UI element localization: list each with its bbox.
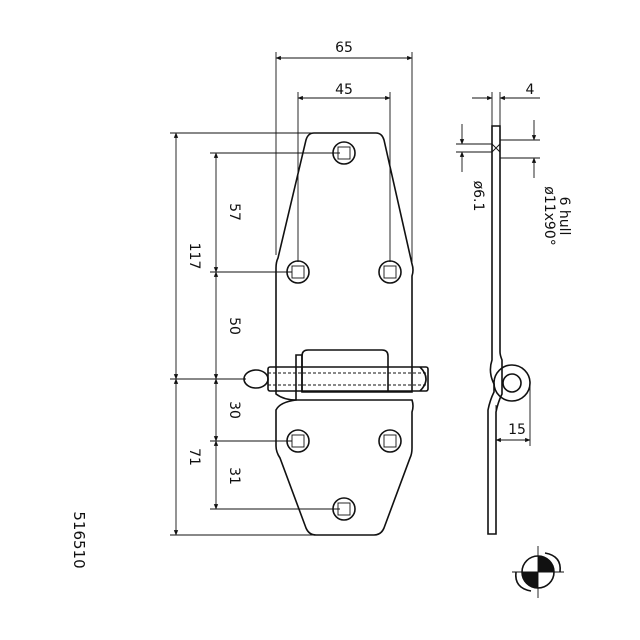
upper-leaf xyxy=(275,132,414,401)
dimension-label-57: 57 xyxy=(226,203,242,221)
dimension-label-50: 50 xyxy=(226,317,242,335)
hinge-pin xyxy=(243,366,429,392)
dimension-hole-spacing-lower: 31 xyxy=(210,440,340,510)
dimension-label-15: 15 xyxy=(508,422,526,438)
dimension-label-45: 45 xyxy=(335,82,353,98)
countersink-label: 6 hull xyxy=(556,197,572,236)
dimension-label-hole-diameter: ø6.1 xyxy=(470,181,486,212)
dimension-width-total: 65 xyxy=(275,40,413,262)
dimension-hole-spacing-upper: 57 xyxy=(210,152,340,273)
dimension-label-31: 31 xyxy=(226,467,242,485)
mounting-hole-upper-right xyxy=(378,260,402,284)
dimension-height-lower: 71 xyxy=(170,378,316,536)
dimension-label-30: 30 xyxy=(226,401,242,419)
dimension-thickness: 4 xyxy=(472,82,540,126)
dimension-label-117: 117 xyxy=(186,243,202,270)
dimension-label-65: 65 xyxy=(335,40,353,56)
side-view-plate xyxy=(487,125,531,535)
dimension-hole-spacing-horizontal: 45 xyxy=(297,82,391,262)
countersink-spec: ø11x90° xyxy=(541,186,557,245)
dimension-pin-to-hole-lower: 30 xyxy=(210,378,292,442)
dimension-label-71: 71 xyxy=(186,448,202,466)
part-number: 516510 xyxy=(70,511,88,568)
dimension-hole-diameter: ø6.1 xyxy=(456,124,492,211)
dimension-label-4: 4 xyxy=(526,82,535,98)
dimension-countersink: 6 hull ø11x90° xyxy=(500,120,572,246)
mounting-hole-lower-right xyxy=(378,429,402,453)
lower-leaf xyxy=(275,349,414,536)
projection-symbol xyxy=(512,546,564,598)
dimension-height-upper: 117 xyxy=(170,132,312,380)
dimension-knuckle-offset: 15 xyxy=(495,383,531,446)
dimension-hole-to-pin-upper: 50 xyxy=(213,271,242,380)
